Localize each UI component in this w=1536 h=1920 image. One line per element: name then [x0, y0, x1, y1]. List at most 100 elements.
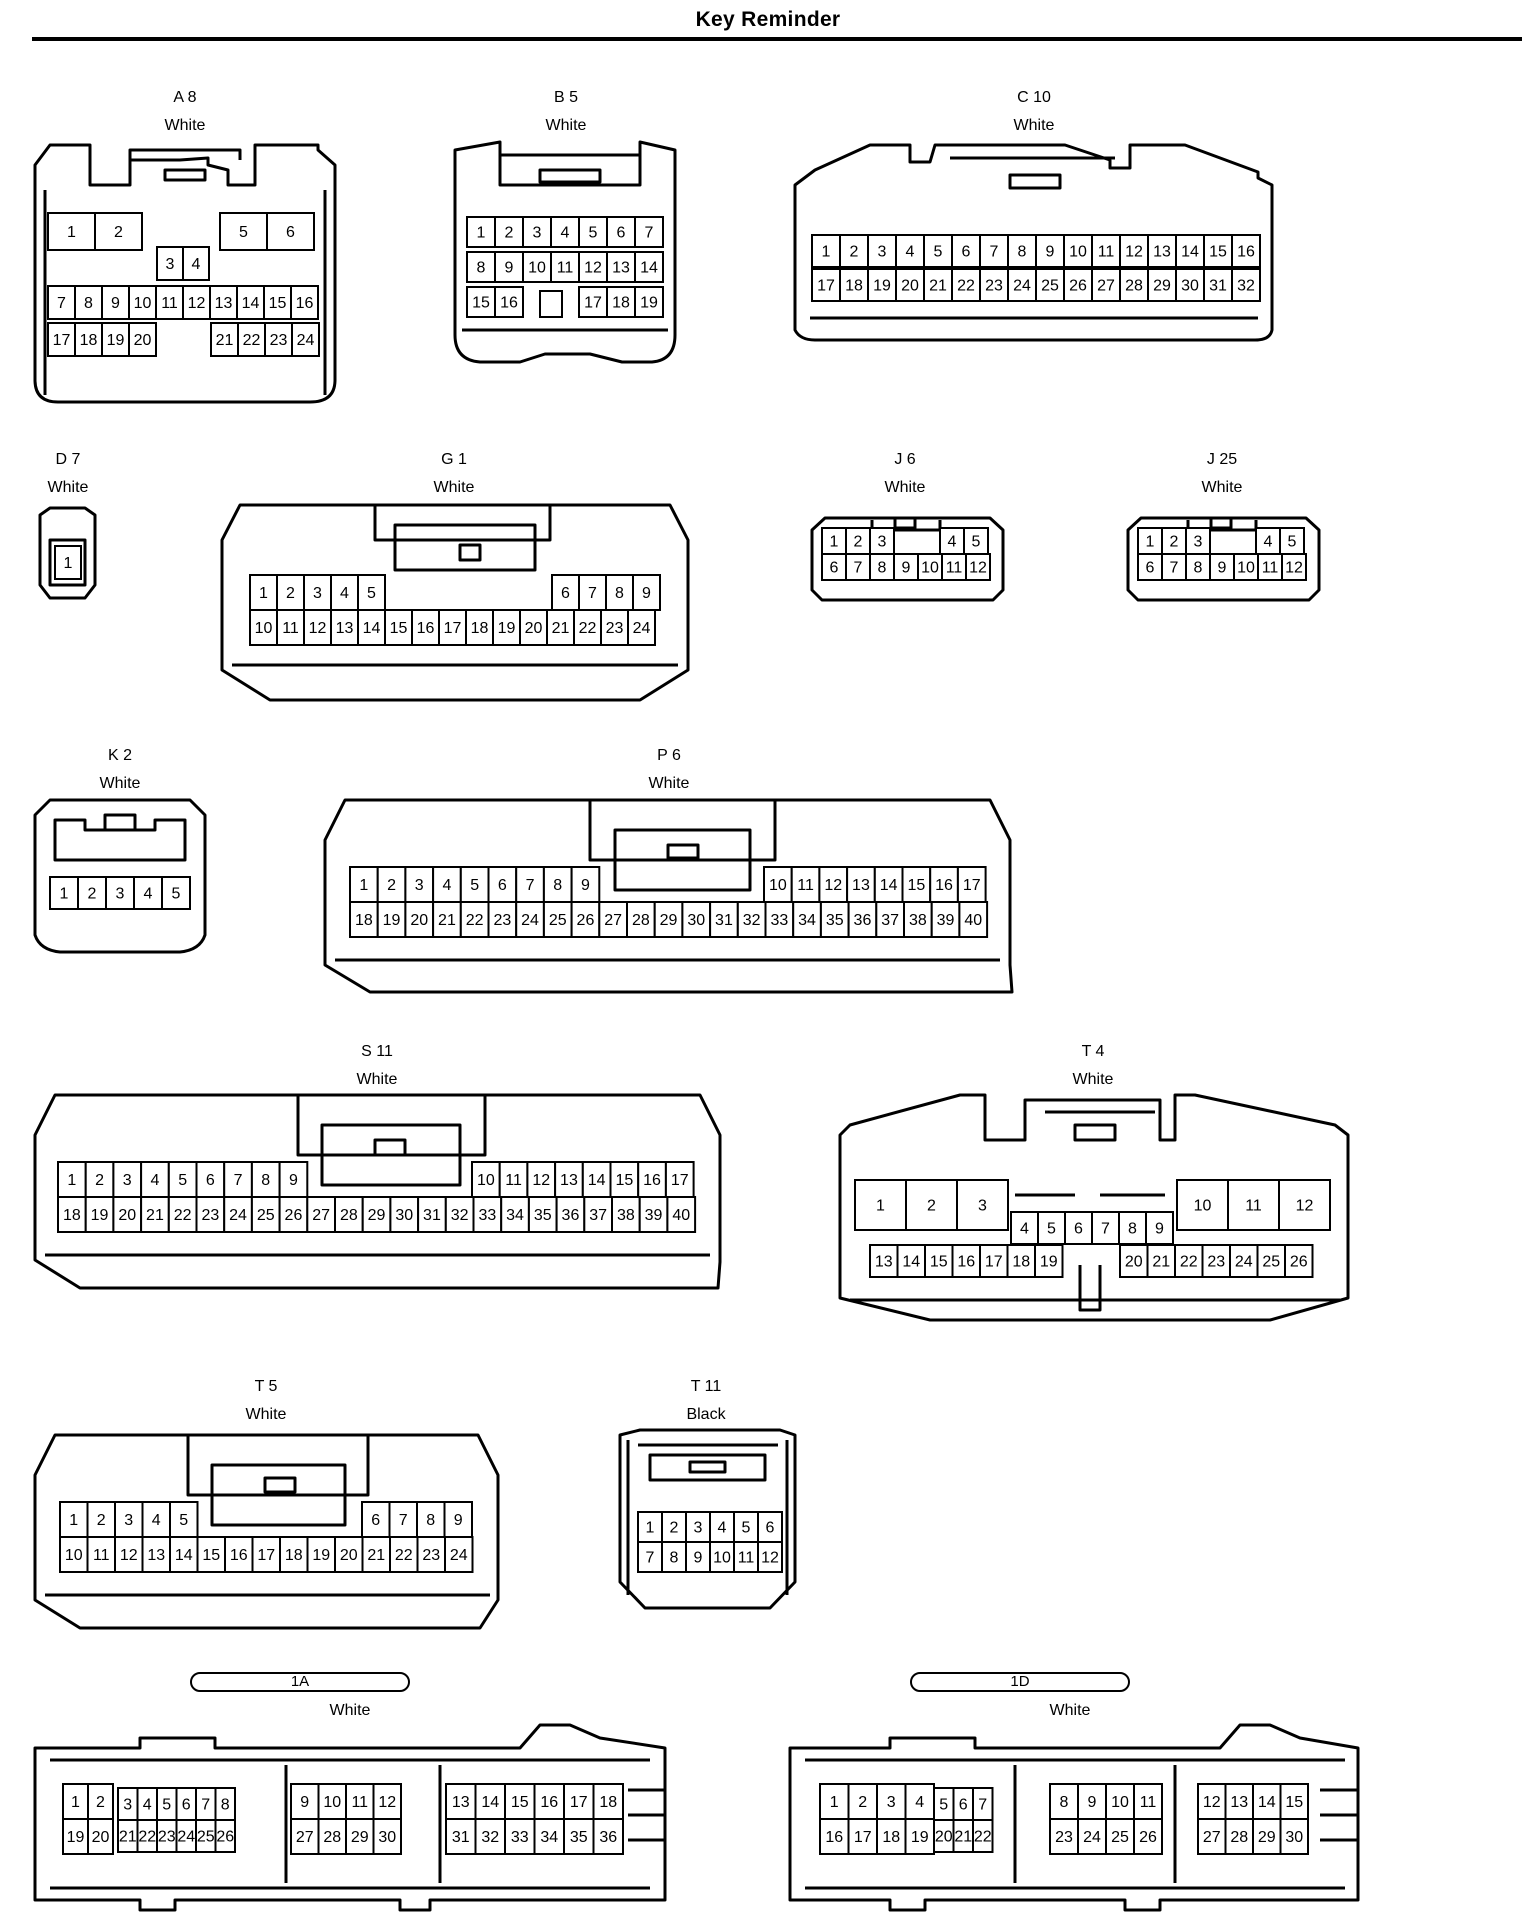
pin-t11-10: 10 — [709, 1541, 735, 1573]
pin-p6-25: 25 — [542, 901, 573, 938]
pin-c1a-5: 5 — [156, 1787, 178, 1821]
pin-t4-1: 1 — [854, 1179, 907, 1231]
connector-color: White — [884, 479, 926, 496]
pin-j6-5: 5 — [963, 527, 989, 555]
pin-c1d-9: 9 — [1077, 1783, 1107, 1820]
pin-c1a-24: 24 — [175, 1819, 197, 1853]
pin-a8-9: 9 — [101, 285, 130, 320]
pin-s11-8: 8 — [250, 1161, 281, 1198]
pin-c1a-11: 11 — [345, 1783, 375, 1820]
svg-text:12: 12 — [584, 260, 602, 277]
pin-a8-10: 10 — [128, 285, 157, 320]
pin-g1-14: 14 — [357, 609, 386, 646]
svg-text:4: 4 — [915, 1794, 924, 1811]
svg-text:4: 4 — [144, 886, 153, 903]
pin-c1a-10: 10 — [317, 1783, 347, 1820]
pin-c1d-16: 16 — [819, 1818, 850, 1855]
pin-j6-11: 11 — [941, 553, 967, 581]
pin-s11-21: 21 — [140, 1196, 170, 1233]
svg-text:1: 1 — [830, 534, 839, 551]
svg-text:17: 17 — [817, 278, 835, 295]
svg-text:29: 29 — [1153, 278, 1171, 295]
svg-text:1: 1 — [69, 1512, 78, 1529]
pin-s11-40: 40 — [666, 1196, 697, 1233]
pin-t5-3: 3 — [114, 1501, 144, 1538]
pin-c1a-30: 30 — [372, 1818, 402, 1855]
pin-c10-5: 5 — [923, 234, 953, 268]
svg-text:24: 24 — [633, 620, 651, 637]
connector-body-t5 — [33, 1433, 500, 1630]
svg-text:4: 4 — [906, 244, 915, 261]
pin-c1d-25: 25 — [1105, 1818, 1135, 1855]
pin-c1a-29: 29 — [345, 1818, 375, 1855]
pin-b5-8: 8 — [466, 251, 496, 283]
svg-text:37: 37 — [589, 1207, 607, 1224]
pin-t5-6: 6 — [361, 1501, 391, 1538]
svg-text:1: 1 — [646, 1520, 655, 1537]
svg-text:8: 8 — [553, 877, 562, 894]
svg-text:12: 12 — [120, 1547, 138, 1564]
connector-code: D 7 — [55, 451, 81, 468]
pin-a8-3: 3 — [156, 246, 184, 281]
pin-c10-19: 19 — [867, 268, 897, 302]
pin-c1a-15: 15 — [504, 1783, 536, 1820]
pin-b5-7: 7 — [634, 216, 664, 248]
svg-text:4: 4 — [1020, 1221, 1029, 1238]
pin-b5-16: 16 — [494, 286, 524, 318]
svg-text:14: 14 — [481, 1794, 499, 1811]
pin-t5-13: 13 — [141, 1536, 171, 1573]
svg-text:13: 13 — [215, 295, 233, 312]
svg-text:9: 9 — [1088, 1794, 1097, 1811]
connector-body-j6 — [810, 516, 1005, 602]
svg-text:22: 22 — [1180, 1254, 1198, 1271]
svg-text:10: 10 — [1069, 244, 1087, 261]
connector-code: S 11 — [361, 1043, 393, 1060]
svg-text:24: 24 — [450, 1547, 468, 1564]
svg-text:32: 32 — [1237, 278, 1255, 295]
pin-g1-22: 22 — [573, 609, 602, 646]
pin-a8-17: 17 — [47, 322, 76, 357]
svg-text:6: 6 — [962, 244, 971, 261]
connector-code: C 10 — [1017, 89, 1051, 106]
svg-text:1: 1 — [259, 585, 268, 602]
svg-text:16: 16 — [296, 295, 314, 312]
svg-text:20: 20 — [1125, 1254, 1143, 1271]
svg-text:4: 4 — [718, 1520, 727, 1537]
svg-text:12: 12 — [532, 1172, 550, 1189]
svg-text:15: 15 — [269, 295, 287, 312]
svg-text:6: 6 — [617, 225, 626, 242]
pin-c1a-16: 16 — [533, 1783, 565, 1820]
svg-text:1: 1 — [67, 1172, 76, 1189]
svg-text:19: 19 — [67, 1829, 85, 1846]
pin-p6-2: 2 — [376, 866, 407, 903]
svg-text:15: 15 — [472, 295, 490, 312]
svg-text:11: 11 — [282, 620, 299, 637]
svg-text:38: 38 — [617, 1207, 635, 1224]
svg-text:14: 14 — [175, 1547, 193, 1564]
pin-c10-32: 32 — [1231, 268, 1261, 302]
pin-a8-2: 2 — [94, 212, 143, 251]
svg-text:2: 2 — [854, 534, 863, 551]
svg-text:13: 13 — [852, 877, 870, 894]
pin-s11-12: 12 — [526, 1161, 557, 1198]
svg-text:17: 17 — [53, 332, 71, 349]
pin-g1-9: 9 — [632, 574, 661, 611]
pin-c1d-10: 10 — [1105, 1783, 1135, 1820]
svg-text:1: 1 — [1146, 534, 1155, 551]
pin-b5-1: 1 — [466, 216, 496, 248]
pin-c1a-21: 21 — [117, 1819, 139, 1853]
pin-c1d-27: 27 — [1197, 1818, 1227, 1855]
pin-s11-34: 34 — [500, 1196, 530, 1233]
pin-t11-11: 11 — [733, 1541, 759, 1573]
pin-c1a-7: 7 — [195, 1787, 217, 1821]
pin-c1a-2: 2 — [87, 1783, 114, 1820]
pin-j25-11: 11 — [1257, 553, 1283, 581]
svg-text:13: 13 — [875, 1254, 893, 1271]
svg-text:4: 4 — [1264, 534, 1273, 551]
svg-text:3: 3 — [123, 1797, 132, 1814]
pin-t5-19: 19 — [306, 1536, 336, 1573]
connector-body-j25 — [1126, 516, 1321, 602]
svg-text:8: 8 — [221, 1797, 230, 1814]
pin-b5-11: 11 — [550, 251, 580, 283]
pin-t4-23: 23 — [1201, 1244, 1231, 1278]
